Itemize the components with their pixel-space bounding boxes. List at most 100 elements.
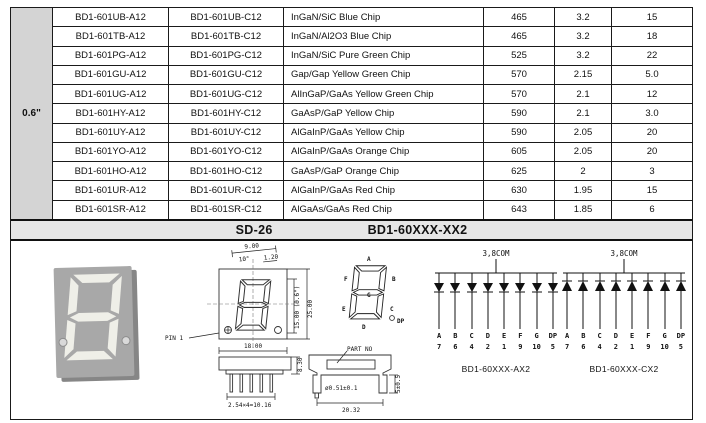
- pin-number: 2: [485, 343, 490, 351]
- table-row: BD1-601YO-A12 BD1-601YO-C12 AlGaInP/GaAs…: [53, 142, 692, 163]
- pin-number: 2: [613, 343, 618, 351]
- common-pins-label: 3,8COM: [610, 249, 638, 258]
- segment-letter: B: [453, 332, 458, 340]
- circuit-caption: BD1-60XXX-CX2: [589, 364, 659, 374]
- pin1-label: PIN 1: [165, 335, 183, 342]
- datasheet-sheet: 0.6" BD1-601UB-A12 BD1-601UB-C12 InGaN/S…: [10, 7, 693, 420]
- intensity-value: 3: [649, 165, 655, 177]
- part-number-cathode: BD1-601HO-C12: [169, 162, 284, 181]
- forward-voltage-value: 1.95: [555, 181, 612, 200]
- segment-label-b: B: [392, 276, 396, 283]
- segment-label-dp: DP: [397, 318, 405, 325]
- dim-digit-width: 9.00: [244, 242, 259, 251]
- table-row: BD1-601UY-A12 BD1-601UY-C12 AlGaInP/GaAs…: [53, 123, 692, 143]
- segment-label-g: G: [367, 292, 371, 299]
- intensity-value: 15: [646, 11, 658, 23]
- dimension-drawings: 9.00 10° 1.20 15.00 (0.6") 25.00 P: [165, 242, 405, 414]
- dim-back-width: 20.32: [342, 407, 360, 414]
- table-row: BD1-601PG-A12 BD1-601PG-C12 InGaN/SiC Pu…: [53, 46, 692, 66]
- intensity-value: 5.0: [645, 69, 659, 81]
- part-number-cathode: BD1-601UY-C12: [169, 123, 284, 142]
- segment-letter: B: [581, 332, 586, 340]
- segment-letter: G: [662, 332, 667, 340]
- wavelength-value: 465: [484, 8, 555, 27]
- pin-number: 1: [630, 343, 635, 351]
- front-view: 9.00 10° 1.20 15.00 (0.6") 25.00 P: [165, 242, 314, 354]
- wavelength-value: 465: [484, 27, 555, 46]
- segment-letter: E: [630, 332, 635, 340]
- table-row: BD1-601TB-A12 BD1-601TB-C12 InGaN/Al2O3 …: [53, 27, 692, 47]
- table-row: BD1-601HO-A12 BD1-601HO-C12 GaAsP/GaP Or…: [53, 162, 692, 182]
- pin-number: 4: [469, 343, 474, 351]
- intensity-value: 20: [646, 146, 658, 158]
- part-number-anode: BD1-601UY-A12: [53, 123, 169, 142]
- chip-material: GaAsP/GaP Orange Chip: [284, 162, 484, 181]
- wavelength-value: 570: [484, 65, 555, 85]
- part-number-cathode: BD1-601UG-C12: [169, 85, 284, 104]
- segment-letter: E: [502, 332, 507, 340]
- display-photo: [53, 265, 135, 379]
- part-no-label: PART NO: [347, 346, 373, 353]
- pin-number: 9: [646, 343, 651, 351]
- side-view: 8.30 2.54×4=10.16: [218, 356, 304, 409]
- part-number-cathode: BD1-601GU-C12: [169, 65, 284, 85]
- wavelength-value: 570: [484, 85, 555, 104]
- chip-material: AlGaInP/GaAs Red Chip: [284, 181, 484, 200]
- chip-material: InGaN/Al2O3 Blue Chip: [284, 27, 484, 46]
- part-number-cathode: BD1-601UR-C12: [169, 181, 284, 200]
- chip-material: InGaN/SiC Blue Chip: [284, 8, 484, 27]
- part-number-cathode: BD1-601YO-C12: [169, 142, 284, 162]
- segment-label-d: D: [362, 324, 366, 331]
- diagram-area: 9.00 10° 1.20 15.00 (0.6") 25.00 P: [11, 241, 692, 418]
- back-view: PART NO ø0.51±0.1 20.32 5±0.5: [308, 346, 402, 414]
- pin-number: 10: [660, 343, 669, 351]
- part-number-cathode: BD1-601UB-C12: [169, 8, 284, 27]
- part-number-anode: BD1-601GU-A12: [53, 65, 169, 85]
- wavelength-value: 630: [484, 181, 555, 200]
- segment-letter: D: [613, 332, 618, 340]
- part-number-anode: BD1-601SR-A12: [53, 200, 169, 219]
- dim-side-height: 8.30: [297, 357, 304, 372]
- pin-number: 6: [581, 343, 586, 351]
- table-row: BD1-601UR-A12 BD1-601UR-C12 AlGaInP/GaAs…: [53, 181, 692, 201]
- part-number-anode: BD1-601UG-A12: [53, 85, 169, 104]
- segment-letter: D: [485, 332, 490, 340]
- segment-letter: F: [646, 332, 651, 340]
- segment-diagram: A F B G E C D DP: [342, 256, 405, 331]
- part-number-cathode: BD1-601TB-C12: [169, 27, 284, 46]
- series-code: SD-26: [235, 223, 273, 237]
- forward-voltage-value: 2.1: [555, 85, 612, 104]
- chip-material: AlGaInP/GaAs Orange Chip: [284, 142, 484, 162]
- dim-digit-height: 15.00 (0.6"): [294, 286, 301, 329]
- section-header: SD-26 BD1-60XXX-XX2: [11, 219, 692, 241]
- size-cell: 0.6": [11, 8, 53, 219]
- table-row: BD1-601SR-A12 BD1-601SR-C12 AlGaAs/GaAs …: [53, 200, 692, 219]
- chip-material: AlGaAs/GaAs Red Chip: [284, 200, 484, 219]
- intensity-value: 18: [646, 30, 658, 42]
- chip-material: InGaN/SiC Pure Green Chip: [284, 46, 484, 65]
- diode-row-cathode-icon: [562, 259, 686, 329]
- forward-voltage-value: 3.2: [555, 27, 612, 46]
- photo-digit-8: [64, 273, 123, 361]
- pin-number: 7: [565, 343, 570, 351]
- dim-pin-pitch: 2.54×4=10.16: [228, 402, 272, 409]
- intensity-value: 12: [646, 88, 658, 100]
- segment-letter: F: [518, 332, 523, 340]
- part-number-anode: BD1-601YO-A12: [53, 142, 169, 162]
- segment-label-a: A: [367, 256, 371, 263]
- forward-voltage-value: 2.05: [555, 123, 612, 142]
- segment-letter: DP: [548, 332, 558, 340]
- diode-symbols: [562, 273, 686, 329]
- table-row: BD1-601UB-A12 BD1-601UB-C12 InGaN/SiC Bl…: [53, 8, 692, 28]
- dim-pin-diameter: ø0.51±0.1: [325, 385, 358, 392]
- forward-voltage-value: 3.2: [555, 46, 612, 65]
- wavelength-value: 525: [484, 46, 555, 65]
- intensity-value: 3.0: [645, 107, 659, 119]
- wavelength-value: 625: [484, 162, 555, 181]
- wavelength-value: 605: [484, 142, 555, 162]
